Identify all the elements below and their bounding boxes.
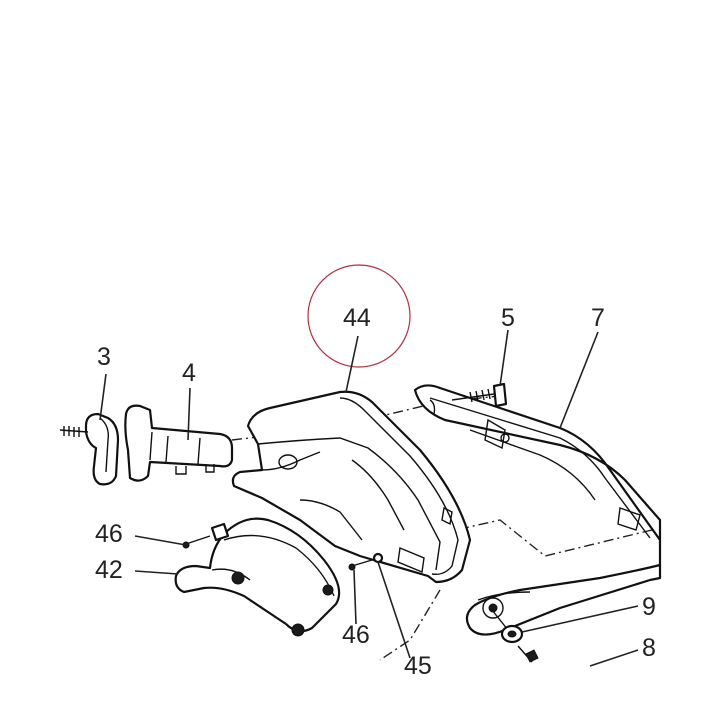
- callout-4: 4: [182, 359, 196, 387]
- part-4-bracket: [124, 404, 234, 482]
- screw-46-upper: [182, 522, 230, 549]
- callout-46-upper: 46: [95, 520, 123, 548]
- highlight-circle: [307, 264, 411, 368]
- leader-lines: [99, 329, 639, 667]
- callout-8: 8: [642, 634, 656, 662]
- callout-46-lower: 46: [342, 621, 370, 649]
- callout-3: 3: [97, 343, 111, 371]
- part-44-fairing: [231, 390, 472, 584]
- callout-44: 44: [343, 304, 371, 332]
- callout-42: 42: [95, 556, 123, 584]
- part-7-arm: [413, 384, 662, 636]
- part-5-screw: [451, 382, 508, 408]
- callout-45: 45: [404, 652, 432, 680]
- part-3-clamp: [59, 412, 120, 486]
- part-9-bushing: [491, 609, 524, 644]
- callout-5: 5: [501, 304, 515, 332]
- part-8-bolt: [517, 645, 539, 663]
- callout-7: 7: [591, 304, 605, 332]
- part-42-cover: [174, 517, 341, 637]
- callout-9: 9: [642, 593, 656, 621]
